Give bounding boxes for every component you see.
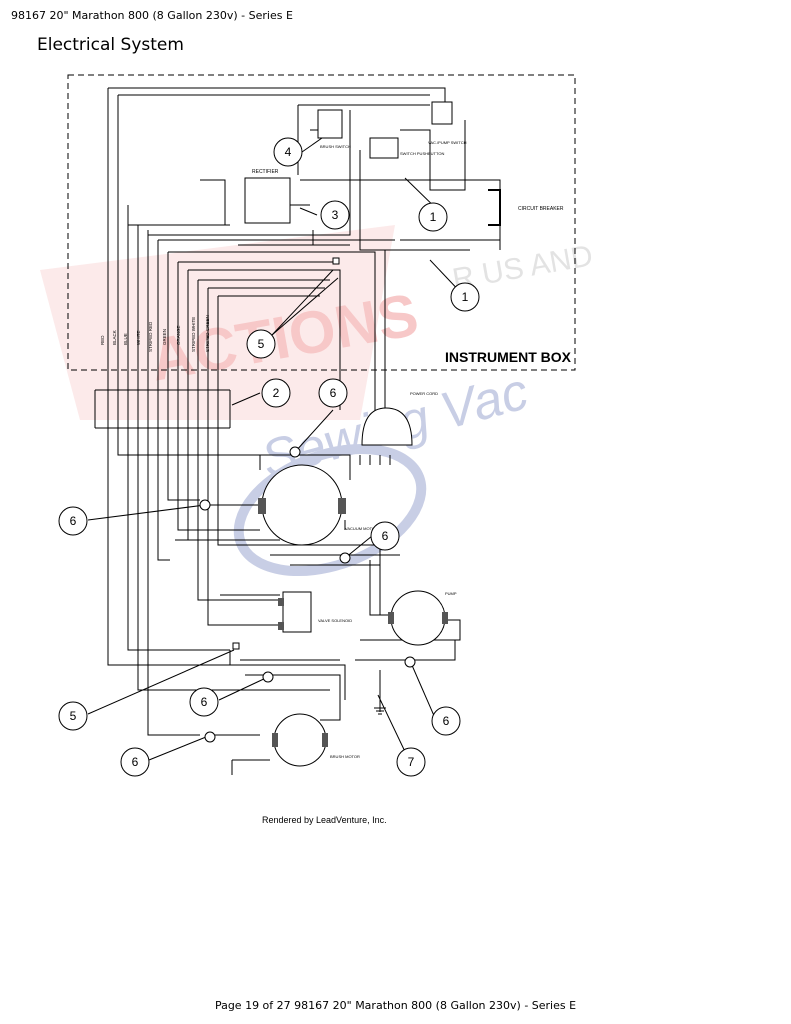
callout-6-a: 6 (330, 386, 337, 400)
callout-7: 7 (408, 755, 415, 769)
wire-label-white: WHITE (136, 331, 141, 346)
wire-label-striped-white: STRIPED WHITE (191, 317, 196, 352)
wire-label-orange: ORANGE (176, 325, 181, 345)
wire-label-red: RED (100, 335, 105, 345)
callout-5-a: 5 (258, 337, 265, 351)
callout-4: 4 (285, 145, 292, 159)
brush-motor-label: BRUSH MOTOR (330, 754, 360, 759)
valve-solenoid-label: VALVE SOLENOID (318, 618, 352, 623)
page-footer: Page 19 of 27 98167 20" Marathon 800 (8 … (214, 999, 577, 1012)
brush-motor: BRUSH MOTOR (272, 713, 360, 767)
brush-switch: BRUSH SWITCH (317, 109, 351, 149)
document-header: 98167 20" Marathon 800 (8 Gallon 230v) -… (11, 9, 293, 22)
callouts (58, 137, 480, 777)
vacuum-motor-label: VACUUM MOTOR (345, 526, 378, 531)
power-cord: POWER CORD (361, 391, 438, 446)
callout-6-e: 6 (132, 755, 139, 769)
wire-label-striped-green: STRIPED GREEN (205, 315, 210, 352)
render-credit: Rendered by LeadVenture, Inc. (262, 815, 387, 825)
valve-solenoid: VALVE SOLENOID (278, 591, 352, 633)
brush-switch-label: BRUSH SWITCH (320, 144, 351, 149)
rectifier: RECTIFIER (244, 169, 291, 224)
wire-label-blue: BLUE (123, 333, 128, 345)
circuit-breaker: CIRCUIT BREAKER (488, 189, 564, 226)
callout-numbers: 1 1 2 3 4 5 5 6 6 6 6 6 6 7 (70, 145, 469, 769)
vacuum-motor: VACUUM MOTOR (258, 464, 378, 546)
callout-6-c: 6 (382, 529, 389, 543)
power-cord-label: POWER CORD (410, 391, 438, 396)
callout-6-b: 6 (70, 514, 77, 528)
pump: PUMP (388, 590, 457, 646)
instrument-box-outline (67, 74, 576, 371)
vac-pump-switch: VAC./PUMP SWITCH (428, 101, 467, 145)
callout-3: 3 (332, 208, 339, 222)
ground-symbol (374, 700, 386, 715)
callout-6-f: 6 (443, 714, 450, 728)
circuit-breaker-label: CIRCUIT BREAKER (518, 206, 564, 212)
wire-labels: RED BLACK BLUE WHITE STRIPED RED GREEN O… (100, 315, 210, 352)
wire-label-black: BLACK (112, 330, 117, 345)
callout-5-b: 5 (70, 709, 77, 723)
callout-6-d: 6 (201, 695, 208, 709)
vac-pump-switch-label: VAC./PUMP SWITCH (428, 140, 467, 145)
wire-label-green: GREEN (162, 329, 167, 345)
section-title: Electrical System (37, 35, 184, 55)
switch-pushbutton-label: SWITCH PUSHBUTTON (400, 151, 444, 156)
switch-pushbutton: SWITCH PUSHBUTTON (369, 137, 444, 159)
callout-1-b: 1 (462, 290, 469, 304)
pump-label: PUMP (445, 591, 457, 596)
rectifier-label: RECTIFIER (252, 169, 279, 175)
callout-1-a: 1 (430, 210, 437, 224)
callout-2: 2 (273, 386, 280, 400)
instrument-box-label: INSTRUMENT BOX (445, 349, 572, 365)
wire-label-striped-red: STRIPED RED (148, 321, 153, 352)
